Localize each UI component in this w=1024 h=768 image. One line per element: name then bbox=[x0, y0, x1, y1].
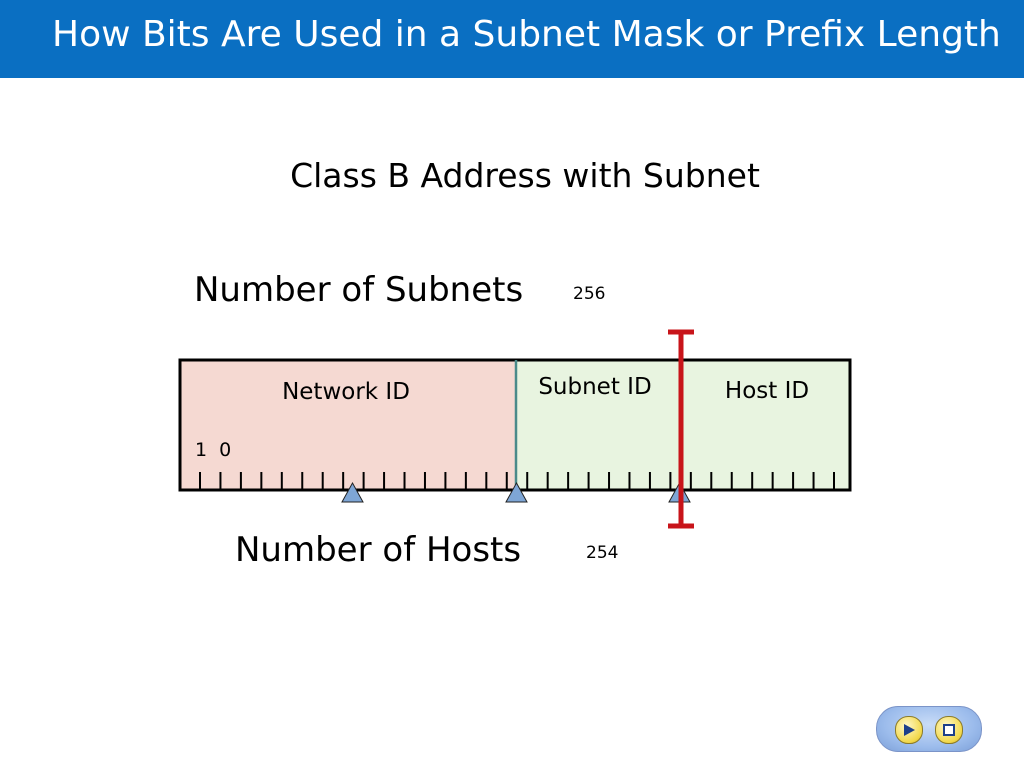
bit-ticks bbox=[199, 472, 835, 489]
network-id-label: Network ID bbox=[282, 379, 410, 405]
host-id-label: Host ID bbox=[725, 378, 809, 404]
navigation-controls bbox=[876, 706, 982, 752]
hosts-value: 254 bbox=[586, 543, 619, 563]
subnet-boundary-marker[interactable] bbox=[668, 329, 694, 529]
leading-bits-label: 1 0 bbox=[195, 439, 234, 461]
stop-icon bbox=[943, 724, 955, 736]
hosts-label: Number of Hosts bbox=[235, 530, 522, 570]
play-icon bbox=[904, 724, 915, 736]
subnets-label: Number of Subnets bbox=[194, 270, 524, 310]
subnets-value: 256 bbox=[573, 284, 606, 304]
slide-subtitle: Class B Address with Subnet bbox=[290, 156, 760, 195]
play-button[interactable] bbox=[895, 716, 923, 744]
slide-title: How Bits Are Used in a Subnet Mask or Pr… bbox=[52, 14, 1001, 55]
subnet-id-label: Subnet ID bbox=[538, 374, 651, 400]
title-bar: How Bits Are Used in a Subnet Mask or Pr… bbox=[0, 0, 1024, 78]
stop-button[interactable] bbox=[935, 716, 963, 744]
triangle-marker-1[interactable] bbox=[341, 481, 364, 503]
triangle-marker-2[interactable] bbox=[505, 481, 528, 503]
network-id-region bbox=[180, 360, 516, 490]
